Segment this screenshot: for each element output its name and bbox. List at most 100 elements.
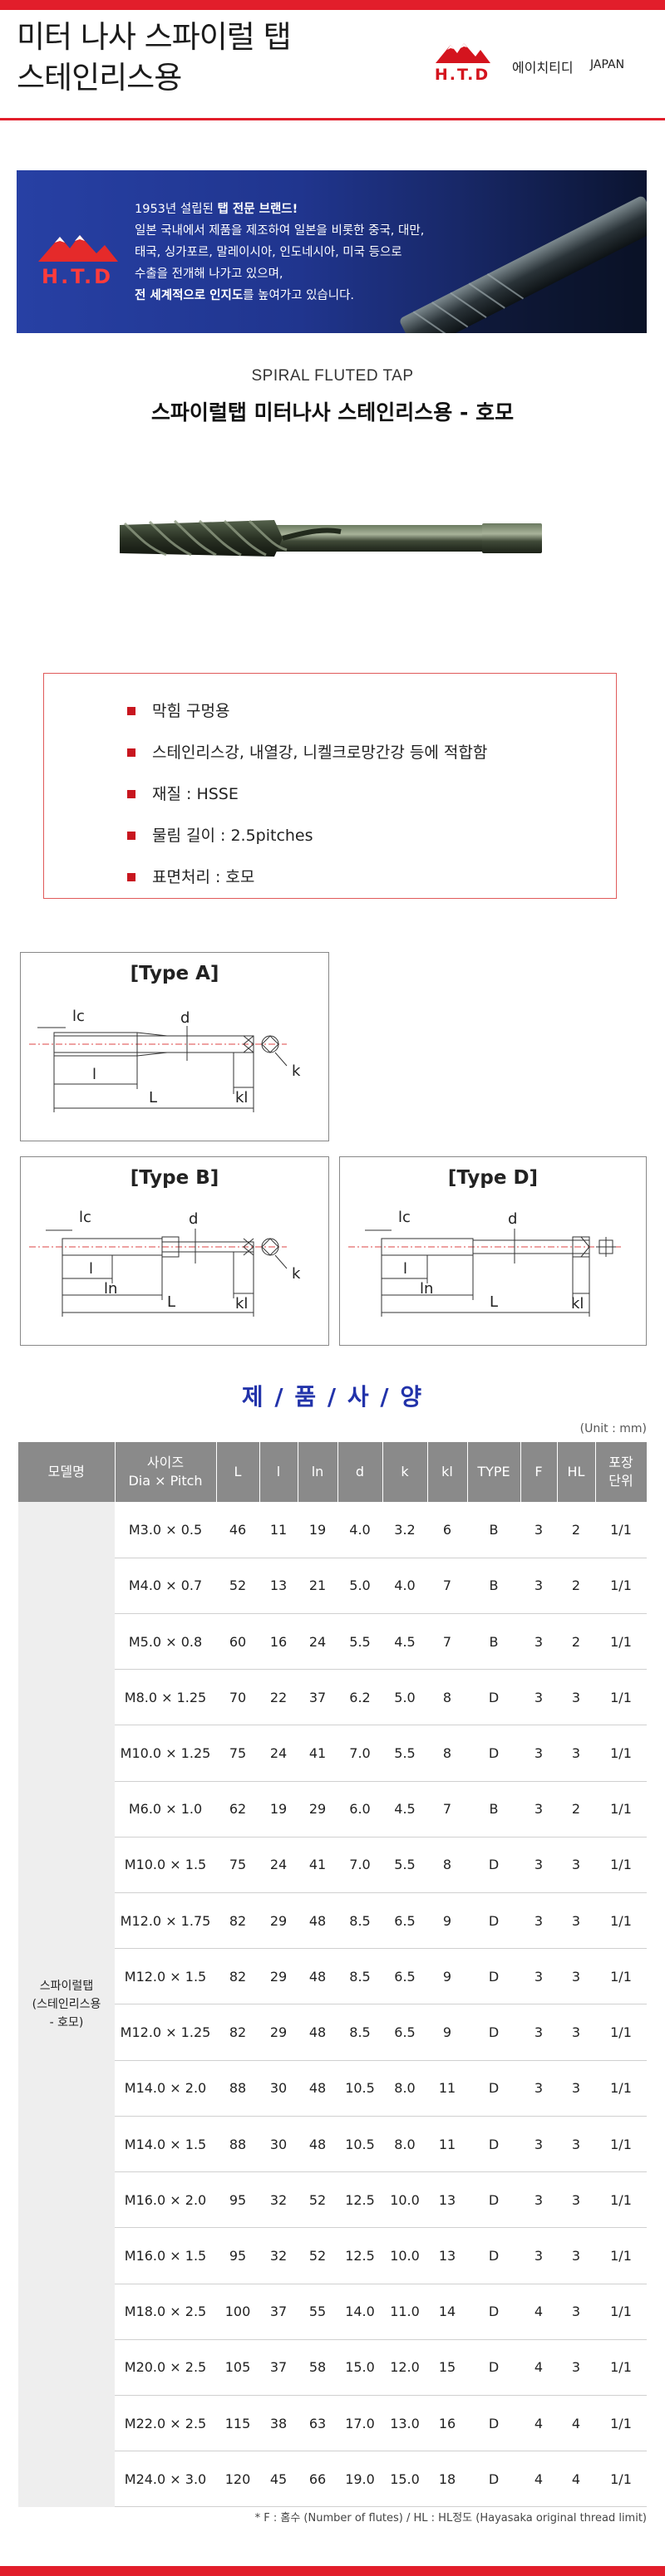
table-cell: 63 — [298, 2395, 337, 2452]
table-cell: M16.0 × 2.0 — [115, 2171, 216, 2229]
table-cell: 5.0 — [337, 1558, 382, 1614]
table-cell: 12.5 — [337, 2171, 382, 2229]
type-b-label-lc: lc — [79, 1209, 91, 1226]
table-cell: D — [467, 1948, 520, 2005]
table-cell: 3 — [520, 1892, 557, 1950]
table-cell: 3 — [520, 1781, 557, 1838]
table-cell: D — [467, 2395, 520, 2452]
mountain-logo-icon — [436, 43, 490, 63]
table-cell: 1/1 — [595, 2451, 647, 2508]
table-cell: 6.5 — [382, 2004, 427, 2061]
table-cell: 8.5 — [337, 2004, 382, 2061]
table-cell: 3 — [520, 1558, 557, 1614]
table-cell: 58 — [298, 2339, 337, 2397]
spec-header-cell: k — [382, 1442, 428, 1502]
table-cell: 13 — [427, 2171, 467, 2229]
table-cell: D — [467, 1837, 520, 1894]
spec-header-cell: l — [259, 1442, 298, 1502]
table-cell: 4.0 — [382, 1558, 427, 1614]
type-a-label-lc: lc — [72, 1008, 85, 1025]
table-cell: 105 — [216, 2339, 259, 2397]
brand-banner: H.T.D 1953년 설립된 탭 전문 브랜드! 일본 국내에서 제품을 제조… — [17, 170, 647, 333]
table-cell: 60 — [216, 1613, 259, 1671]
table-cell: 4.0 — [337, 1502, 382, 1558]
spec-header-cell: ln — [298, 1442, 338, 1502]
table-cell: 3 — [557, 1725, 595, 1782]
table-cell: 3 — [520, 1669, 557, 1726]
table-cell: 3 — [520, 2060, 557, 2117]
table-cell: D — [467, 2227, 520, 2284]
type-a-title: [Type A] — [130, 963, 219, 984]
table-cell: 10.5 — [337, 2060, 382, 2117]
table-cell: 4 — [520, 2339, 557, 2397]
banner-mountain-icon — [38, 235, 118, 262]
type-d-label-d: d — [508, 1210, 517, 1228]
table-cell: 1/1 — [595, 1613, 647, 1671]
table-cell: M20.0 × 2.5 — [115, 2339, 216, 2397]
table-cell: 11 — [427, 2060, 467, 2117]
table-cell: D — [467, 2116, 520, 2173]
table-cell: 1/1 — [595, 1558, 647, 1614]
type-d-label-ln: ln — [420, 1280, 433, 1298]
logo-text: H.T.D — [434, 66, 490, 84]
table-cell: 24 — [298, 1613, 337, 1671]
type-d-label-lc: lc — [398, 1209, 411, 1226]
banner-logo: H.T.D — [32, 228, 123, 288]
table-cell: 82 — [216, 2004, 259, 2061]
table-cell: 45 — [259, 2451, 298, 2508]
spec-header-cell: TYPE — [467, 1442, 521, 1502]
table-cell: 15 — [427, 2339, 467, 2397]
table-cell: 2 — [557, 1781, 595, 1838]
table-cell: 1/1 — [595, 2284, 647, 2340]
table-cell: 30 — [259, 2116, 298, 2173]
table-cell: M16.0 × 1.5 — [115, 2227, 216, 2284]
table-cell: 1/1 — [595, 1948, 647, 2005]
table-cell: 88 — [216, 2060, 259, 2117]
table-cell: 3 — [520, 2171, 557, 2229]
table-cell: 2 — [557, 1558, 595, 1614]
table-cell: 48 — [298, 1892, 337, 1950]
table-cell: 4.5 — [382, 1613, 427, 1671]
table-cell: 19.0 — [337, 2451, 382, 2508]
table-cell: 4 — [557, 2395, 595, 2452]
table-cell: 82 — [216, 1892, 259, 1950]
table-cell: M8.0 × 1.25 — [115, 1669, 216, 1726]
table-cell: 1/1 — [595, 1725, 647, 1782]
table-cell: 115 — [216, 2395, 259, 2452]
title-line-1: 미터 나사 스파이럴 탭 — [17, 19, 292, 55]
table-cell: 100 — [216, 2284, 259, 2340]
table-cell: 38 — [259, 2395, 298, 2452]
spec-header-cell: HL — [557, 1442, 596, 1502]
type-b-label-ln: ln — [104, 1280, 117, 1298]
table-cell: M12.0 × 1.75 — [115, 1892, 216, 1950]
type-b-title: [Type B] — [130, 1167, 219, 1189]
table-cell: 4.5 — [382, 1781, 427, 1838]
type-a-label-l: l — [92, 1066, 96, 1083]
table-cell: 4 — [520, 2451, 557, 2508]
type-b-drawing: lc d l ln L kl k — [29, 1209, 301, 1317]
table-cell: D — [467, 2171, 520, 2229]
table-cell: 1/1 — [595, 2227, 647, 2284]
table-cell: 70 — [216, 1669, 259, 1726]
table-cell: 3 — [520, 1613, 557, 1671]
table-cell: 5.5 — [382, 1837, 427, 1894]
spec-header-cell: F — [520, 1442, 558, 1502]
table-cell: 1/1 — [595, 2060, 647, 2117]
table-cell: 41 — [298, 1837, 337, 1894]
table-cell: 13.0 — [382, 2395, 427, 2452]
spec-header-cell: L — [216, 1442, 260, 1502]
table-cell: 24 — [259, 1837, 298, 1894]
table-cell: 1/1 — [595, 1837, 647, 1894]
table-cell: 75 — [216, 1725, 259, 1782]
table-cell: 95 — [216, 2227, 259, 2284]
type-d-label-l: l — [403, 1260, 407, 1278]
banner-tap-graphic — [400, 196, 647, 333]
table-cell: 11.0 — [382, 2284, 427, 2340]
type-a-label-k: k — [292, 1062, 301, 1080]
